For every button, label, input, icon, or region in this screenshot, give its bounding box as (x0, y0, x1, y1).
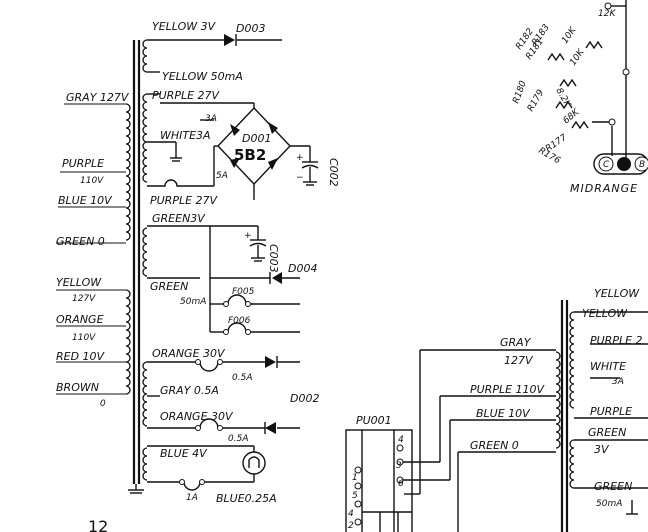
label-fuse-5a: 5A (216, 171, 228, 181)
label-d002: D002 (290, 392, 319, 405)
label-white-3a: WHITE3A (160, 129, 211, 142)
svg-text:+: + (244, 231, 252, 241)
label-r-blue-10v: BLUE 10V (476, 407, 531, 420)
label-c003: C003 (267, 244, 280, 273)
label-r-127v: 127V (504, 354, 534, 367)
label-d003: D003 (236, 22, 265, 35)
label-blue-10v: BLUE 10V (58, 194, 113, 207)
label-red-10v: RED 10V (56, 350, 106, 363)
label-pin-b: B (639, 160, 645, 170)
pu001-block: PU001 4 3 6 1 5 4 2 (345, 414, 450, 532)
label-yellow-3v: YELLOW 3V (152, 20, 217, 33)
label-purple-27v-bottom: PURPLE 27V (150, 194, 219, 207)
primary-leads (56, 103, 126, 395)
label-fuse-1a: 1A (186, 493, 198, 503)
label-brown: BROWN (56, 381, 99, 394)
label-r-gray: GRAY (500, 336, 532, 349)
label-green-0: GREEN 0 (56, 235, 105, 248)
label-f006: F006 (228, 316, 251, 326)
label-127v: 127V (72, 294, 96, 304)
orange-30v-circuit: ORANGE 30V 0.5A GRAY 0.5A D002 ORANGE 30… (147, 347, 319, 444)
label-green-3v: GREEN3V (152, 212, 206, 225)
label-pin-2: 2 (348, 521, 354, 531)
label-r2-3a: 3A (612, 377, 624, 387)
secondary-windings (142, 39, 148, 481)
label-r2-3v: 3V (594, 443, 610, 456)
label-green: GREEN (150, 280, 188, 293)
primary-winding-1 (125, 103, 131, 241)
label-pin-3: 3 (396, 461, 402, 471)
bridge-rectifier-circuit: YELLOW 50mA PURPLE 27V 3A WHITE3A 5A PUR… (147, 70, 340, 207)
label-68k: 68K (562, 107, 583, 127)
label-gray-05a: GRAY 0.5A (160, 384, 219, 397)
label-r2-yellow-b: YELLOW (582, 307, 628, 320)
label-bridge-5b2: 5B2 (234, 146, 266, 164)
resistor-network: R182 R183 R181 R180 R179 R177 R176 10K 1… (511, 0, 648, 195)
label-purple: PURPLE (62, 157, 104, 170)
label-blue-025a: BLUE0.25A (216, 492, 277, 505)
label-d004: D004 (288, 262, 317, 275)
label-pin-5: 5 (352, 491, 358, 501)
label-r2-green: GREEN (588, 426, 626, 439)
label-110v: 110V (80, 176, 104, 186)
label-gray-127v: GRAY 127V (66, 91, 130, 104)
label-10k-b: 10K (568, 47, 587, 68)
label-10k-a: 10K (560, 25, 579, 46)
green-3v-circuit: GREEN3V + C003 D004 (147, 212, 317, 284)
label-r2-purple: PURPLE 2 (590, 334, 643, 347)
label-pin-4a: 4 (398, 435, 404, 445)
label-12k: 12K (598, 9, 616, 19)
label-yellow-50ma: YELLOW 50mA (162, 70, 243, 83)
label-orange-30v-top: ORANGE 30V (152, 347, 226, 360)
label-r2-50ma: 50mA (596, 499, 622, 509)
label-r2-yellow: YELLOW (594, 287, 640, 300)
label-fuse-05a-a: 0.5A (232, 373, 252, 383)
label-pin-4b: 4 (348, 509, 354, 519)
label-c002: C002 (327, 158, 340, 187)
label-pin-1: 1 (352, 473, 358, 483)
label-d001: D001 (242, 132, 271, 145)
label-r-green-0: GREEN 0 (470, 439, 519, 452)
label-orange: ORANGE (56, 313, 104, 326)
label-yellow: YELLOW (56, 276, 102, 289)
label-midrange: MIDRANGE (570, 182, 638, 195)
label-purple-27v-top: PURPLE 27V (152, 89, 221, 102)
label-r-purple-110v: PURPLE 110V (470, 383, 546, 396)
label-110v-2: 110V (72, 333, 96, 343)
blue-4v-lamp-circuit: BLUE 4V 1A BLUE0.25A (147, 445, 277, 505)
label-orange-30v-bottom: ORANGE 30V (160, 410, 234, 423)
label-pu001: PU001 (356, 414, 392, 427)
label-pin-6: 6 (398, 479, 404, 489)
yellow-3v-circuit: YELLOW 3V D003 (147, 20, 282, 73)
label-0: 0 (100, 399, 106, 409)
label-blue-4v: BLUE 4V (160, 447, 208, 460)
label-pin-c: C (603, 160, 610, 170)
label-f005: F005 (232, 287, 255, 297)
label-r2-purple-b: PURPLE (590, 405, 632, 418)
page-number: 12 (88, 517, 108, 532)
green-50ma-fuses: GREEN 50mA F005 F006 (150, 278, 300, 335)
primary-labels: GRAY 127V PURPLE 110V BLUE 10V GREEN 0 Y… (56, 91, 130, 409)
svg-text:+: + (296, 153, 304, 163)
label-r180: R180 (511, 79, 529, 105)
primary-winding-2 (125, 289, 131, 395)
label-fuse-05a-b: 0.5A (228, 434, 248, 444)
svg-text:−: − (296, 173, 304, 183)
right-transformer: GRAY 127V PURPLE 110V BLUE 10V GREEN 0 Y… (404, 287, 648, 532)
label-r179: R179 (526, 88, 547, 114)
label-50ma: 50mA (180, 297, 206, 307)
label-r2-green-b: GREEN (594, 480, 632, 493)
label-r2-white: WHITE (590, 360, 626, 373)
label-fuse-3a: 3A (205, 114, 217, 124)
transformer-core (128, 40, 144, 494)
